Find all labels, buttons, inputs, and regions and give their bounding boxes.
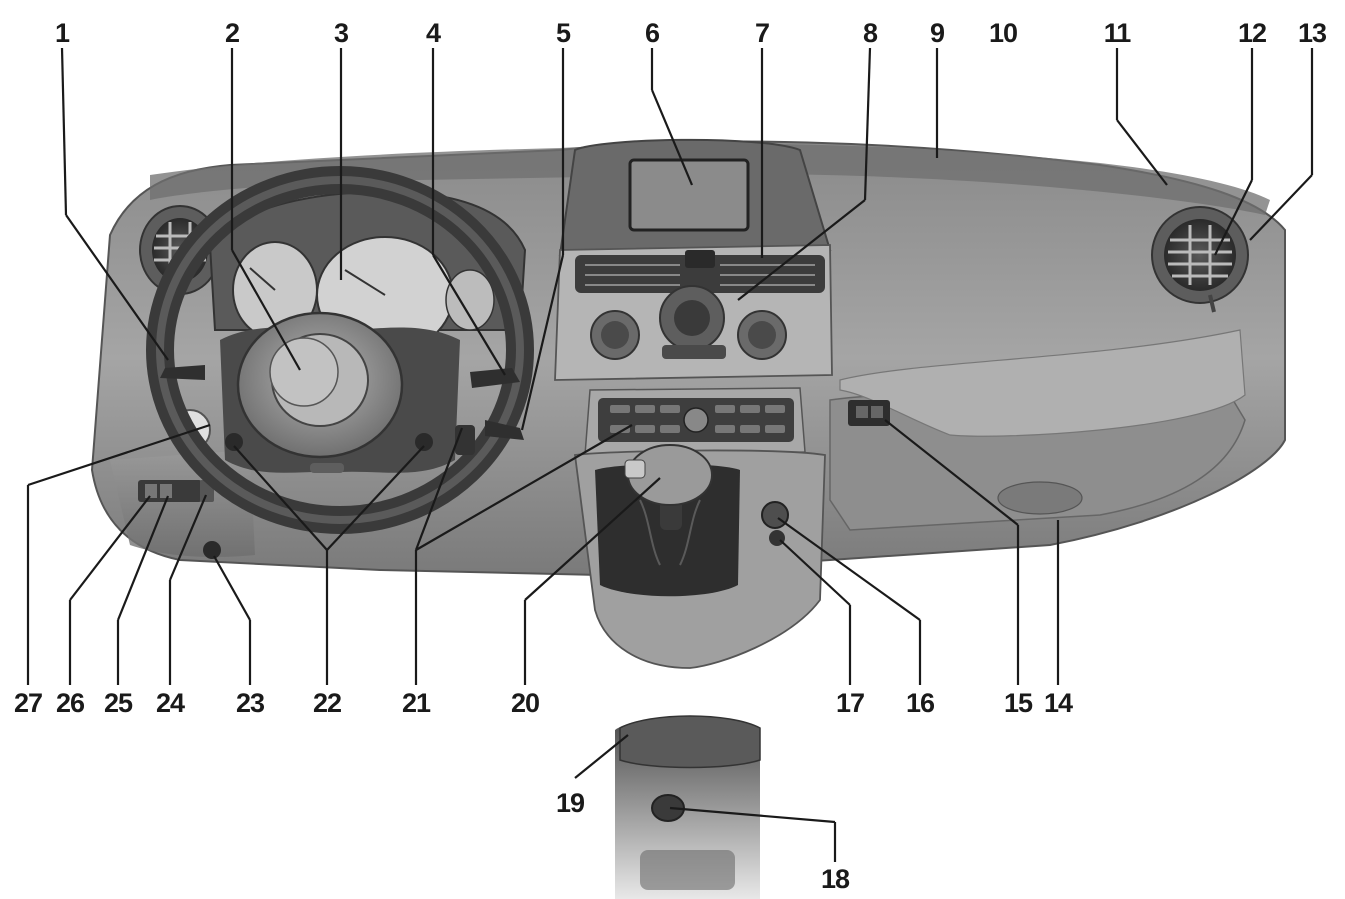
- label-15: 15: [1004, 688, 1033, 718]
- label-8: 8: [863, 18, 878, 48]
- label-10: 10: [989, 18, 1017, 48]
- label-27: 27: [14, 688, 42, 718]
- wiper-stalk: [470, 368, 520, 388]
- label-23: 23: [236, 688, 265, 718]
- dashboard-illustration: [90, 138, 1286, 669]
- label-22: 22: [313, 688, 341, 718]
- dashboard-top-ledge: [150, 143, 1270, 215]
- label-5: 5: [556, 18, 571, 48]
- leader-1: [60, 47, 68, 216]
- leader-13b: [1249, 174, 1313, 241]
- label-26: 26: [56, 688, 85, 718]
- label-9: 9: [930, 18, 945, 48]
- accessory-socket: [761, 501, 789, 529]
- leader-15b: [884, 419, 1019, 526]
- leader-26b: [69, 495, 151, 601]
- label-14: 14: [1044, 688, 1073, 718]
- label-21: 21: [402, 688, 431, 718]
- leader-19: [574, 734, 629, 779]
- leader-12b: [1214, 179, 1253, 256]
- audio-remote-stalk: [485, 420, 524, 440]
- indicator-stalk: [160, 365, 205, 380]
- label-18: 18: [821, 864, 850, 894]
- label-1: 1: [55, 18, 70, 48]
- console-inset: [574, 715, 837, 899]
- leader-20b: [524, 477, 661, 601]
- right-air-vent: [1151, 206, 1249, 313]
- console-accessory-socket: [651, 794, 685, 822]
- horn: [269, 337, 339, 407]
- leader-18b: [669, 806, 836, 824]
- label-19: 19: [556, 788, 585, 818]
- label-12: 12: [1238, 18, 1266, 48]
- label-11: 11: [1104, 18, 1132, 48]
- leader-24b: [168, 494, 208, 581]
- leader-lines: [26, 47, 1314, 685]
- leader-21c: [415, 424, 633, 551]
- steering-wheel: [146, 166, 534, 534]
- label-25: 25: [104, 688, 133, 718]
- leader-2b: [231, 249, 301, 371]
- number-labels: 1 2 3 4 5 6 7 8 9 10 11 12 13 14 15 16 1…: [14, 18, 1328, 894]
- leader-23b: [213, 555, 251, 621]
- leader-16b: [777, 517, 921, 621]
- label-16: 16: [906, 688, 935, 718]
- passenger-airbag-switch: [848, 400, 890, 426]
- label-13: 13: [1298, 18, 1327, 48]
- leader-11b: [1116, 119, 1168, 186]
- label-24: 24: [156, 688, 185, 718]
- glovebox-handle: [997, 481, 1083, 515]
- cruise-control-left: [225, 433, 243, 451]
- glovebox-lid: [839, 329, 1246, 437]
- label-7: 7: [755, 18, 769, 48]
- gear-boot: [595, 464, 740, 597]
- label-17: 17: [836, 688, 864, 718]
- leader-1b: [65, 214, 169, 361]
- label-3: 3: [334, 18, 349, 48]
- leader-5b: [520, 254, 565, 431]
- leader-22c: [326, 445, 425, 551]
- multimedia-screen: [628, 158, 750, 232]
- leader-8: [863, 47, 872, 201]
- label-6: 6: [645, 18, 660, 48]
- label-4: 4: [426, 18, 441, 48]
- handbrake-lever: [619, 715, 761, 769]
- label-2: 2: [225, 18, 239, 48]
- bonnet-release: [203, 541, 221, 559]
- leader-22b: [233, 445, 328, 551]
- leader-8b: [737, 199, 866, 301]
- label-20: 20: [511, 688, 539, 718]
- leader-6b: [650, 89, 694, 186]
- leader-25b: [116, 495, 170, 621]
- leader-4b: [432, 254, 506, 376]
- cruise-control-right: [415, 433, 433, 451]
- heating-controls-buttons: [662, 345, 726, 359]
- leader-27b: [27, 423, 211, 487]
- leader-21b: [414, 427, 464, 551]
- leader-17b: [779, 539, 851, 606]
